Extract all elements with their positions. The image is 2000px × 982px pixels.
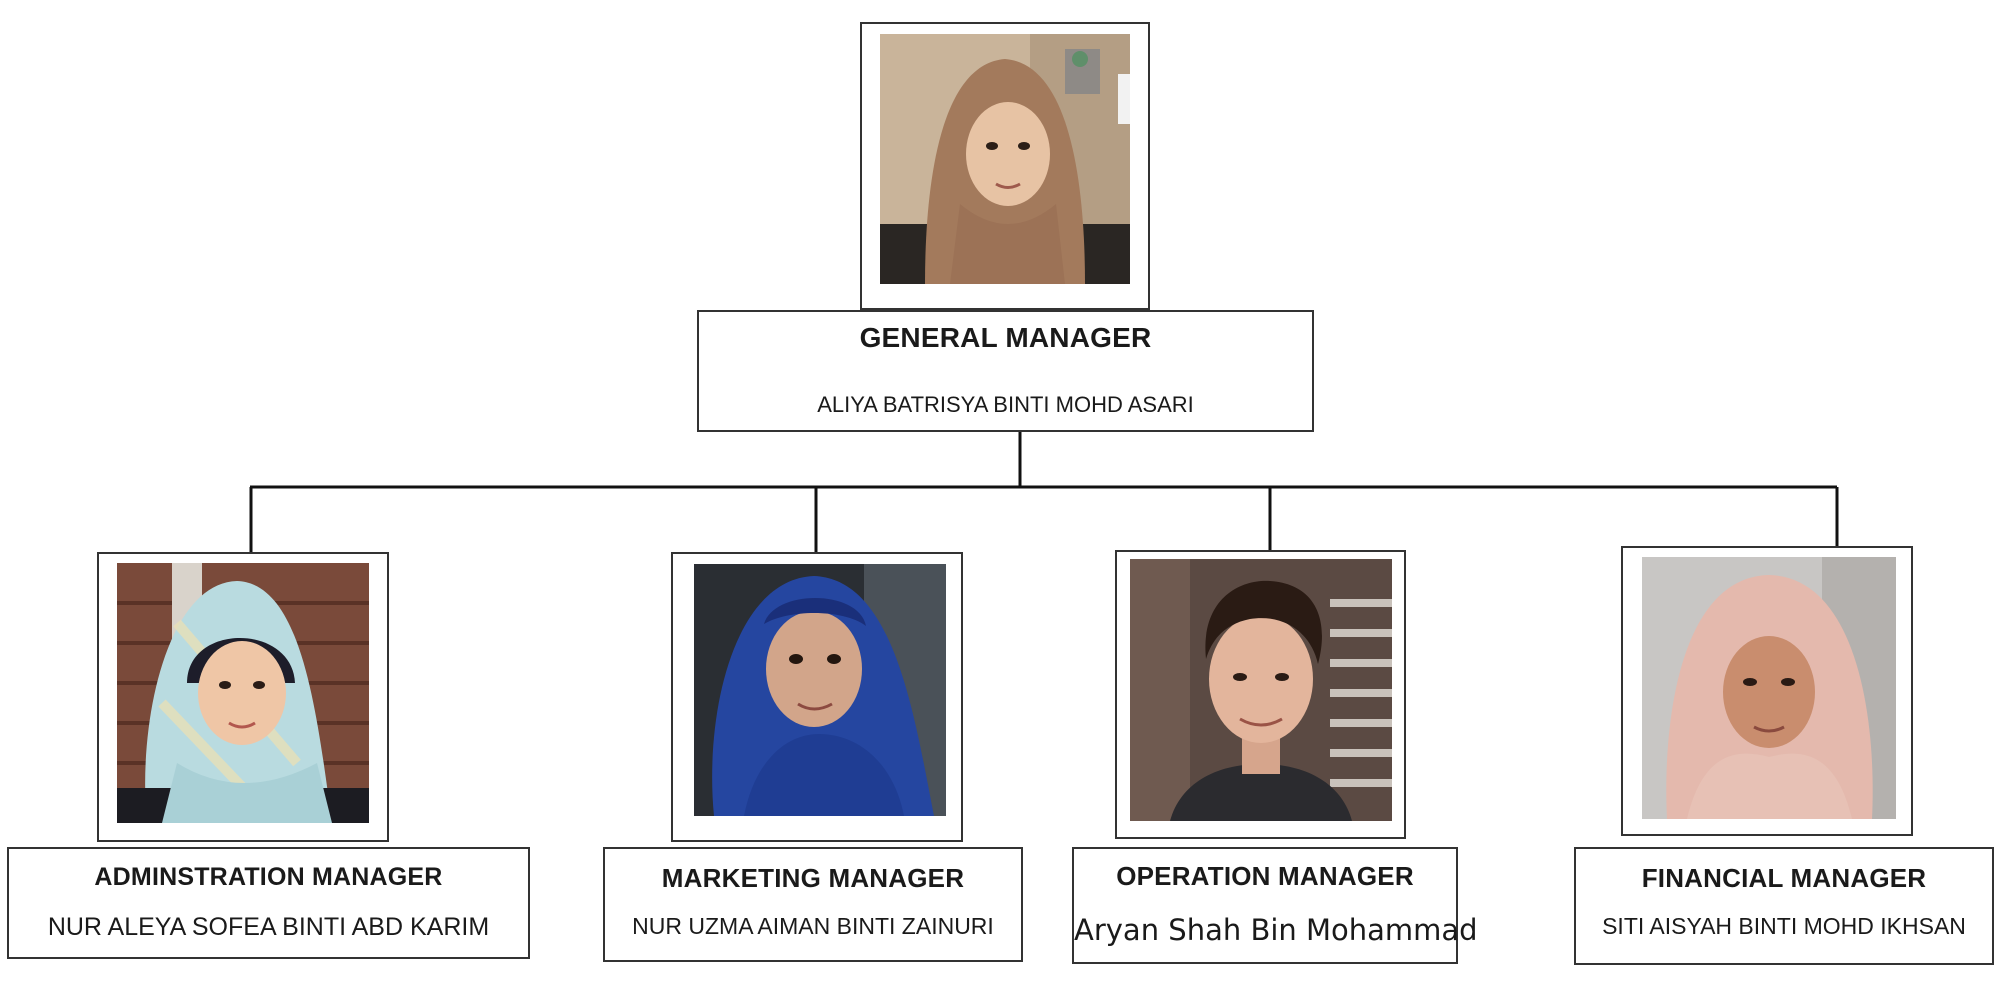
general-manager-role: GENERAL MANAGER bbox=[859, 322, 1152, 353]
marketing-manager-name: NUR UZMA AIMAN BINTI ZAINURI bbox=[632, 913, 994, 939]
admin-manager-photo-frame bbox=[97, 552, 389, 842]
operation-manager-name: Aryan Shah Bin Mohammad bbox=[1074, 913, 1478, 947]
operation-manager-portrait bbox=[1130, 559, 1392, 821]
financial-manager-photo-frame bbox=[1621, 546, 1913, 836]
general-manager-title-box: GENERAL MANAGER ALIYA BATRISYA BINTI MOH… bbox=[697, 310, 1314, 432]
admin-manager-title-box: ADMINSTRATION MANAGER NUR ALEYA SOFEA BI… bbox=[7, 847, 530, 959]
general-manager-portrait bbox=[880, 34, 1130, 284]
operation-manager-role: OPERATION MANAGER bbox=[1116, 861, 1414, 891]
marketing-manager-role: MARKETING MANAGER bbox=[661, 863, 965, 893]
marketing-manager-portrait bbox=[694, 564, 946, 816]
admin-manager-name: NUR ALEYA SOFEA BINTI ABD KARIM bbox=[47, 913, 490, 941]
marketing-manager-photo-frame bbox=[671, 552, 963, 842]
financial-manager-title-box: FINANCIAL MANAGER SITI AISYAH BINTI MOHD… bbox=[1574, 847, 1994, 965]
general-manager-photo-frame bbox=[860, 22, 1150, 310]
general-manager-name: ALIYA BATRISYA BINTI MOHD ASARI bbox=[817, 392, 1194, 417]
financial-manager-role: FINANCIAL MANAGER bbox=[1641, 863, 1927, 893]
financial-manager-portrait bbox=[1642, 557, 1896, 819]
admin-manager-role: ADMINSTRATION MANAGER bbox=[94, 863, 443, 891]
operation-manager-photo-frame bbox=[1115, 550, 1406, 839]
operation-manager-title-box: OPERATION MANAGER Aryan Shah Bin Mohamma… bbox=[1072, 847, 1478, 964]
financial-manager-name: SITI AISYAH BINTI MOHD IKHSAN bbox=[1602, 913, 1966, 939]
marketing-manager-title-box: MARKETING MANAGER NUR UZMA AIMAN BINTI Z… bbox=[603, 847, 1023, 962]
admin-manager-portrait bbox=[117, 563, 369, 823]
